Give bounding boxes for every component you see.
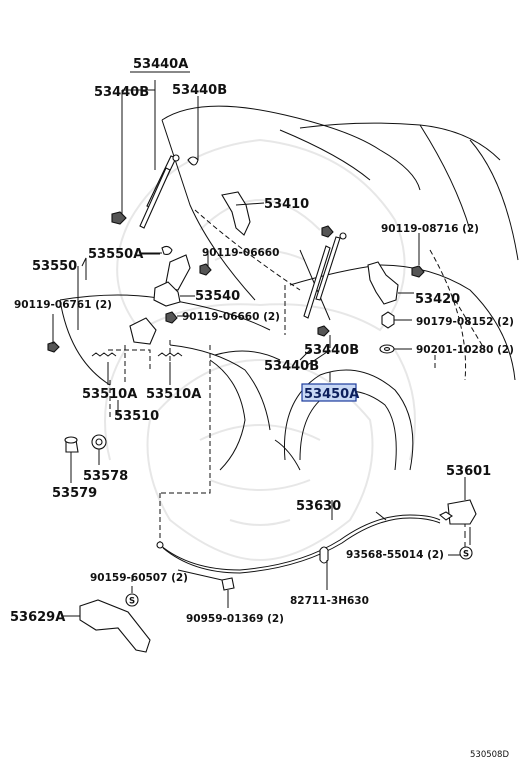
hinge-icon	[367, 233, 425, 305]
label-clip-55014[interactable]: 93568-55014 (2)	[346, 549, 444, 561]
label-stay-right-top[interactable]: 53440B	[172, 83, 227, 98]
label-nut-08152[interactable]: 90179-08152 (2)	[416, 316, 514, 328]
svg-text:S: S	[463, 550, 469, 560]
label-lock-bracket[interactable]: 53540	[195, 289, 240, 304]
label-stay-right-bottom[interactable]: 53440B	[304, 343, 359, 358]
bumper-icon	[64, 434, 107, 483]
label-bumper[interactable]: 53579	[52, 486, 97, 501]
label-clamp-3h630[interactable]: 82711-3H630	[290, 595, 369, 607]
gas-strut-icon	[111, 80, 199, 229]
svg-text:S: S	[129, 597, 135, 607]
label-clip-01369[interactable]: 90959-01369 (2)	[186, 613, 284, 625]
label-bolt-06761[interactable]: 90119-06761 (2)	[14, 299, 112, 311]
selected-part-highlight[interactable]	[301, 383, 357, 402]
label-bolt-06660-a[interactable]: 90119-06660	[202, 247, 279, 259]
label-cable[interactable]: 53630	[296, 499, 341, 514]
vehicle-body-outline	[59, 105, 519, 471]
part-labels: 53440A 53440B 53440B 53410 53550A 90119-…	[10, 57, 514, 760]
hood-lock-icon	[77, 245, 212, 330]
hood-handle-icon	[62, 597, 151, 653]
label-washer-10280[interactable]: 90201-10280 (2)	[416, 344, 514, 356]
hinge-icon	[221, 191, 265, 236]
release-lever-icon	[156, 477, 477, 574]
label-release-lever[interactable]: 53601	[446, 464, 491, 479]
spring-icon	[47, 314, 183, 385]
label-handle[interactable]: 53629A	[10, 610, 65, 625]
label-hood-hinge[interactable]: 53410	[264, 197, 309, 212]
label-bolt-08716[interactable]: 90119-08716 (2)	[381, 223, 479, 235]
diagram-code: 530508D	[470, 750, 509, 760]
label-cushion[interactable]: 53578	[83, 469, 128, 484]
label-selected-part[interactable]: 53450A	[304, 387, 359, 402]
label-lock-assy[interactable]: 53550	[32, 259, 77, 274]
reference-dashed-lines	[108, 340, 466, 595]
label-stay-lower[interactable]: 53440B	[264, 359, 319, 374]
label-spring-right[interactable]: 53510A	[146, 387, 201, 402]
label-bolt-06660-b[interactable]: 90119-06660 (2)	[182, 311, 280, 323]
washer-icon	[379, 344, 412, 354]
label-hood-support-set[interactable]: 53440A	[133, 57, 188, 72]
cable-clamp-icon	[221, 546, 329, 608]
label-lock-support[interactable]: 53510	[114, 409, 159, 424]
label-hinge-right[interactable]: 53420	[415, 292, 460, 307]
label-lock-release[interactable]: 53550A	[88, 247, 143, 262]
gas-strut-icon	[299, 225, 347, 361]
label-spring-left[interactable]: 53510A	[82, 387, 137, 402]
label-screw-60507[interactable]: 90159-60507 (2)	[90, 572, 188, 584]
leader-lines	[81, 71, 471, 581]
s-marker-icon: S S	[125, 546, 473, 607]
nut-icon	[381, 311, 412, 329]
label-stay-left[interactable]: 53440B	[94, 85, 149, 100]
